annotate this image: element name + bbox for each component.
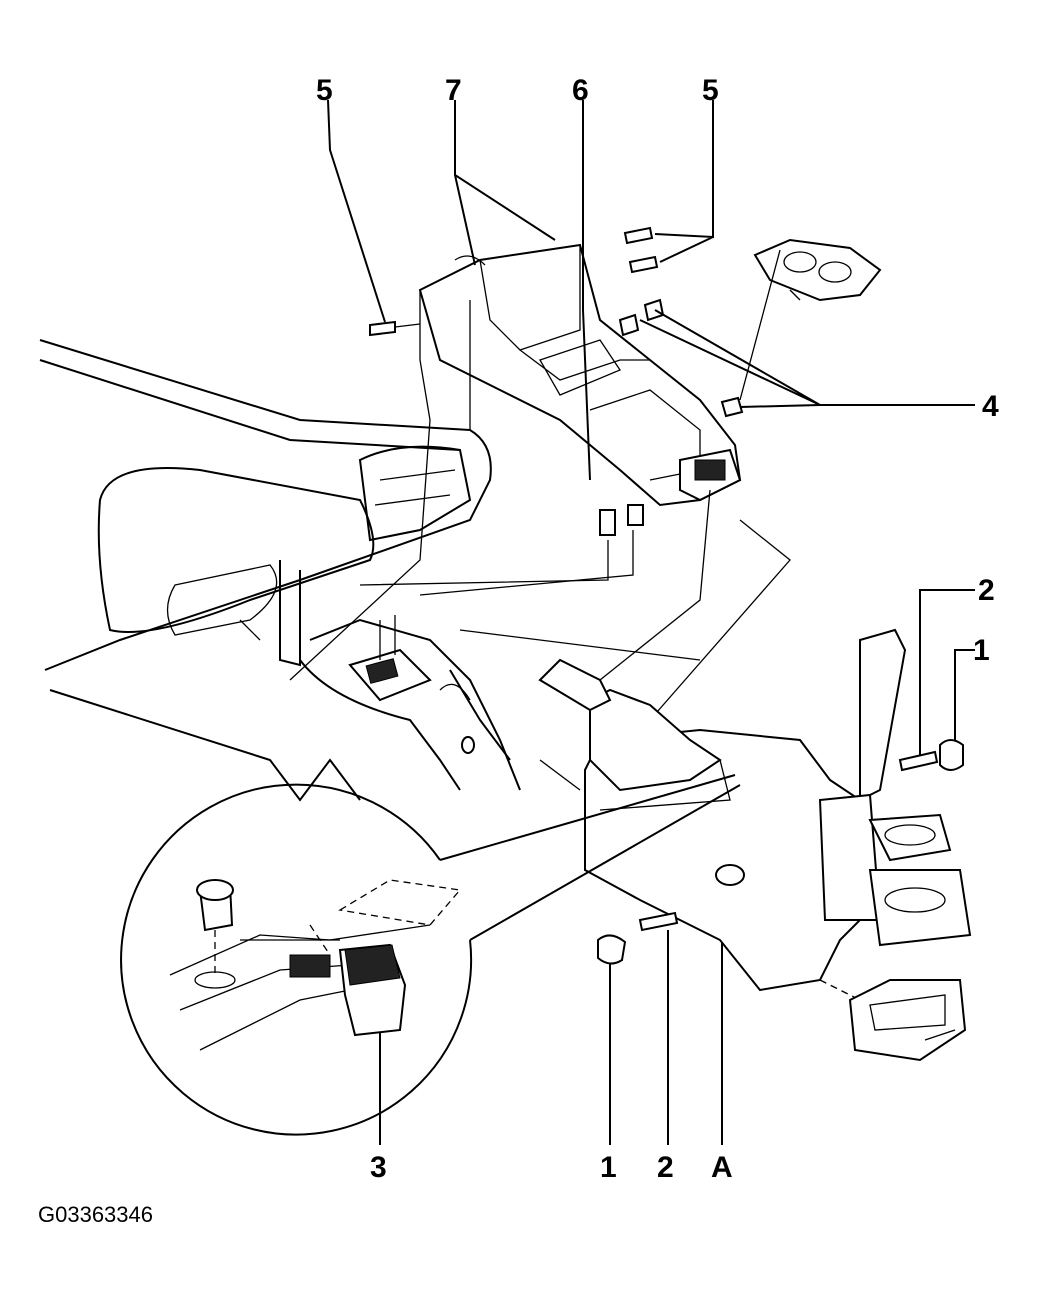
callout-5-top-right: 5 [702,74,719,107]
figure-id: G03363346 [38,1202,153,1227]
callout-1-bottom: 1 [600,1151,617,1184]
screws-and-clips [369,226,744,418]
removable-tray [848,979,967,1062]
callout-1-right: 1 [973,634,990,667]
floor-tunnel [299,615,521,791]
callout-A: A [711,1151,733,1184]
caps-and-screws [597,739,964,965]
dashboard [39,339,492,802]
callout-2-right: 2 [978,574,995,607]
callout-6: 6 [572,74,589,107]
assembly-lines [289,249,861,1001]
callout-5-top-left: 5 [316,74,333,107]
detail-view-3 [120,774,741,1136]
cup-holder-insert [753,238,882,302]
callout-4: 4 [982,390,999,423]
callout-3: 3 [370,1151,387,1184]
callout-7: 7 [445,74,462,107]
rear-console-A [538,628,972,992]
leader-lines [327,99,975,1145]
center-console [418,243,742,536]
callout-2-bottom: 2 [657,1151,674,1184]
